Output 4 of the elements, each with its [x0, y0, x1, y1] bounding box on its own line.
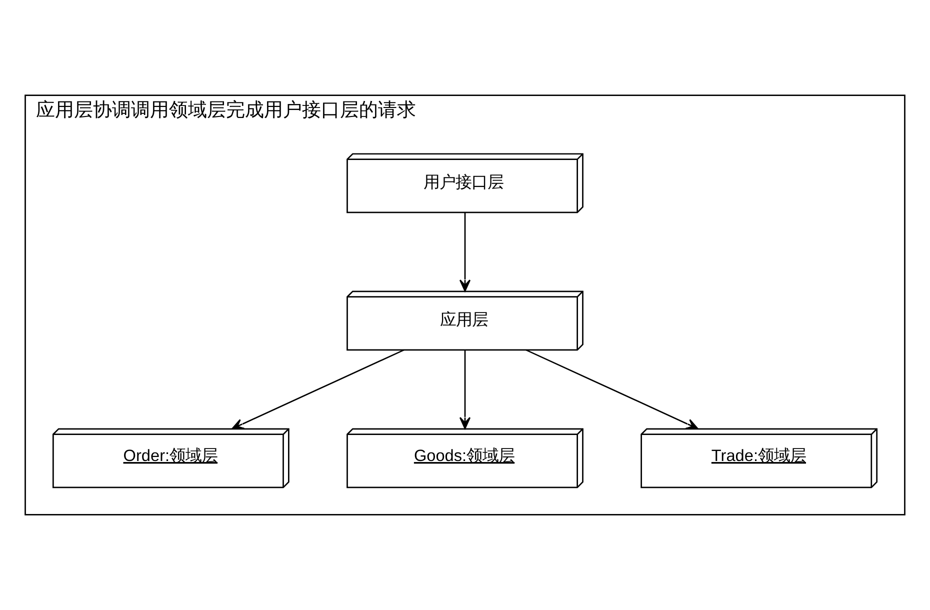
arrow: [232, 349, 404, 430]
arrow: [526, 349, 698, 430]
arrow: [459, 212, 471, 292]
arrow: [459, 350, 471, 430]
